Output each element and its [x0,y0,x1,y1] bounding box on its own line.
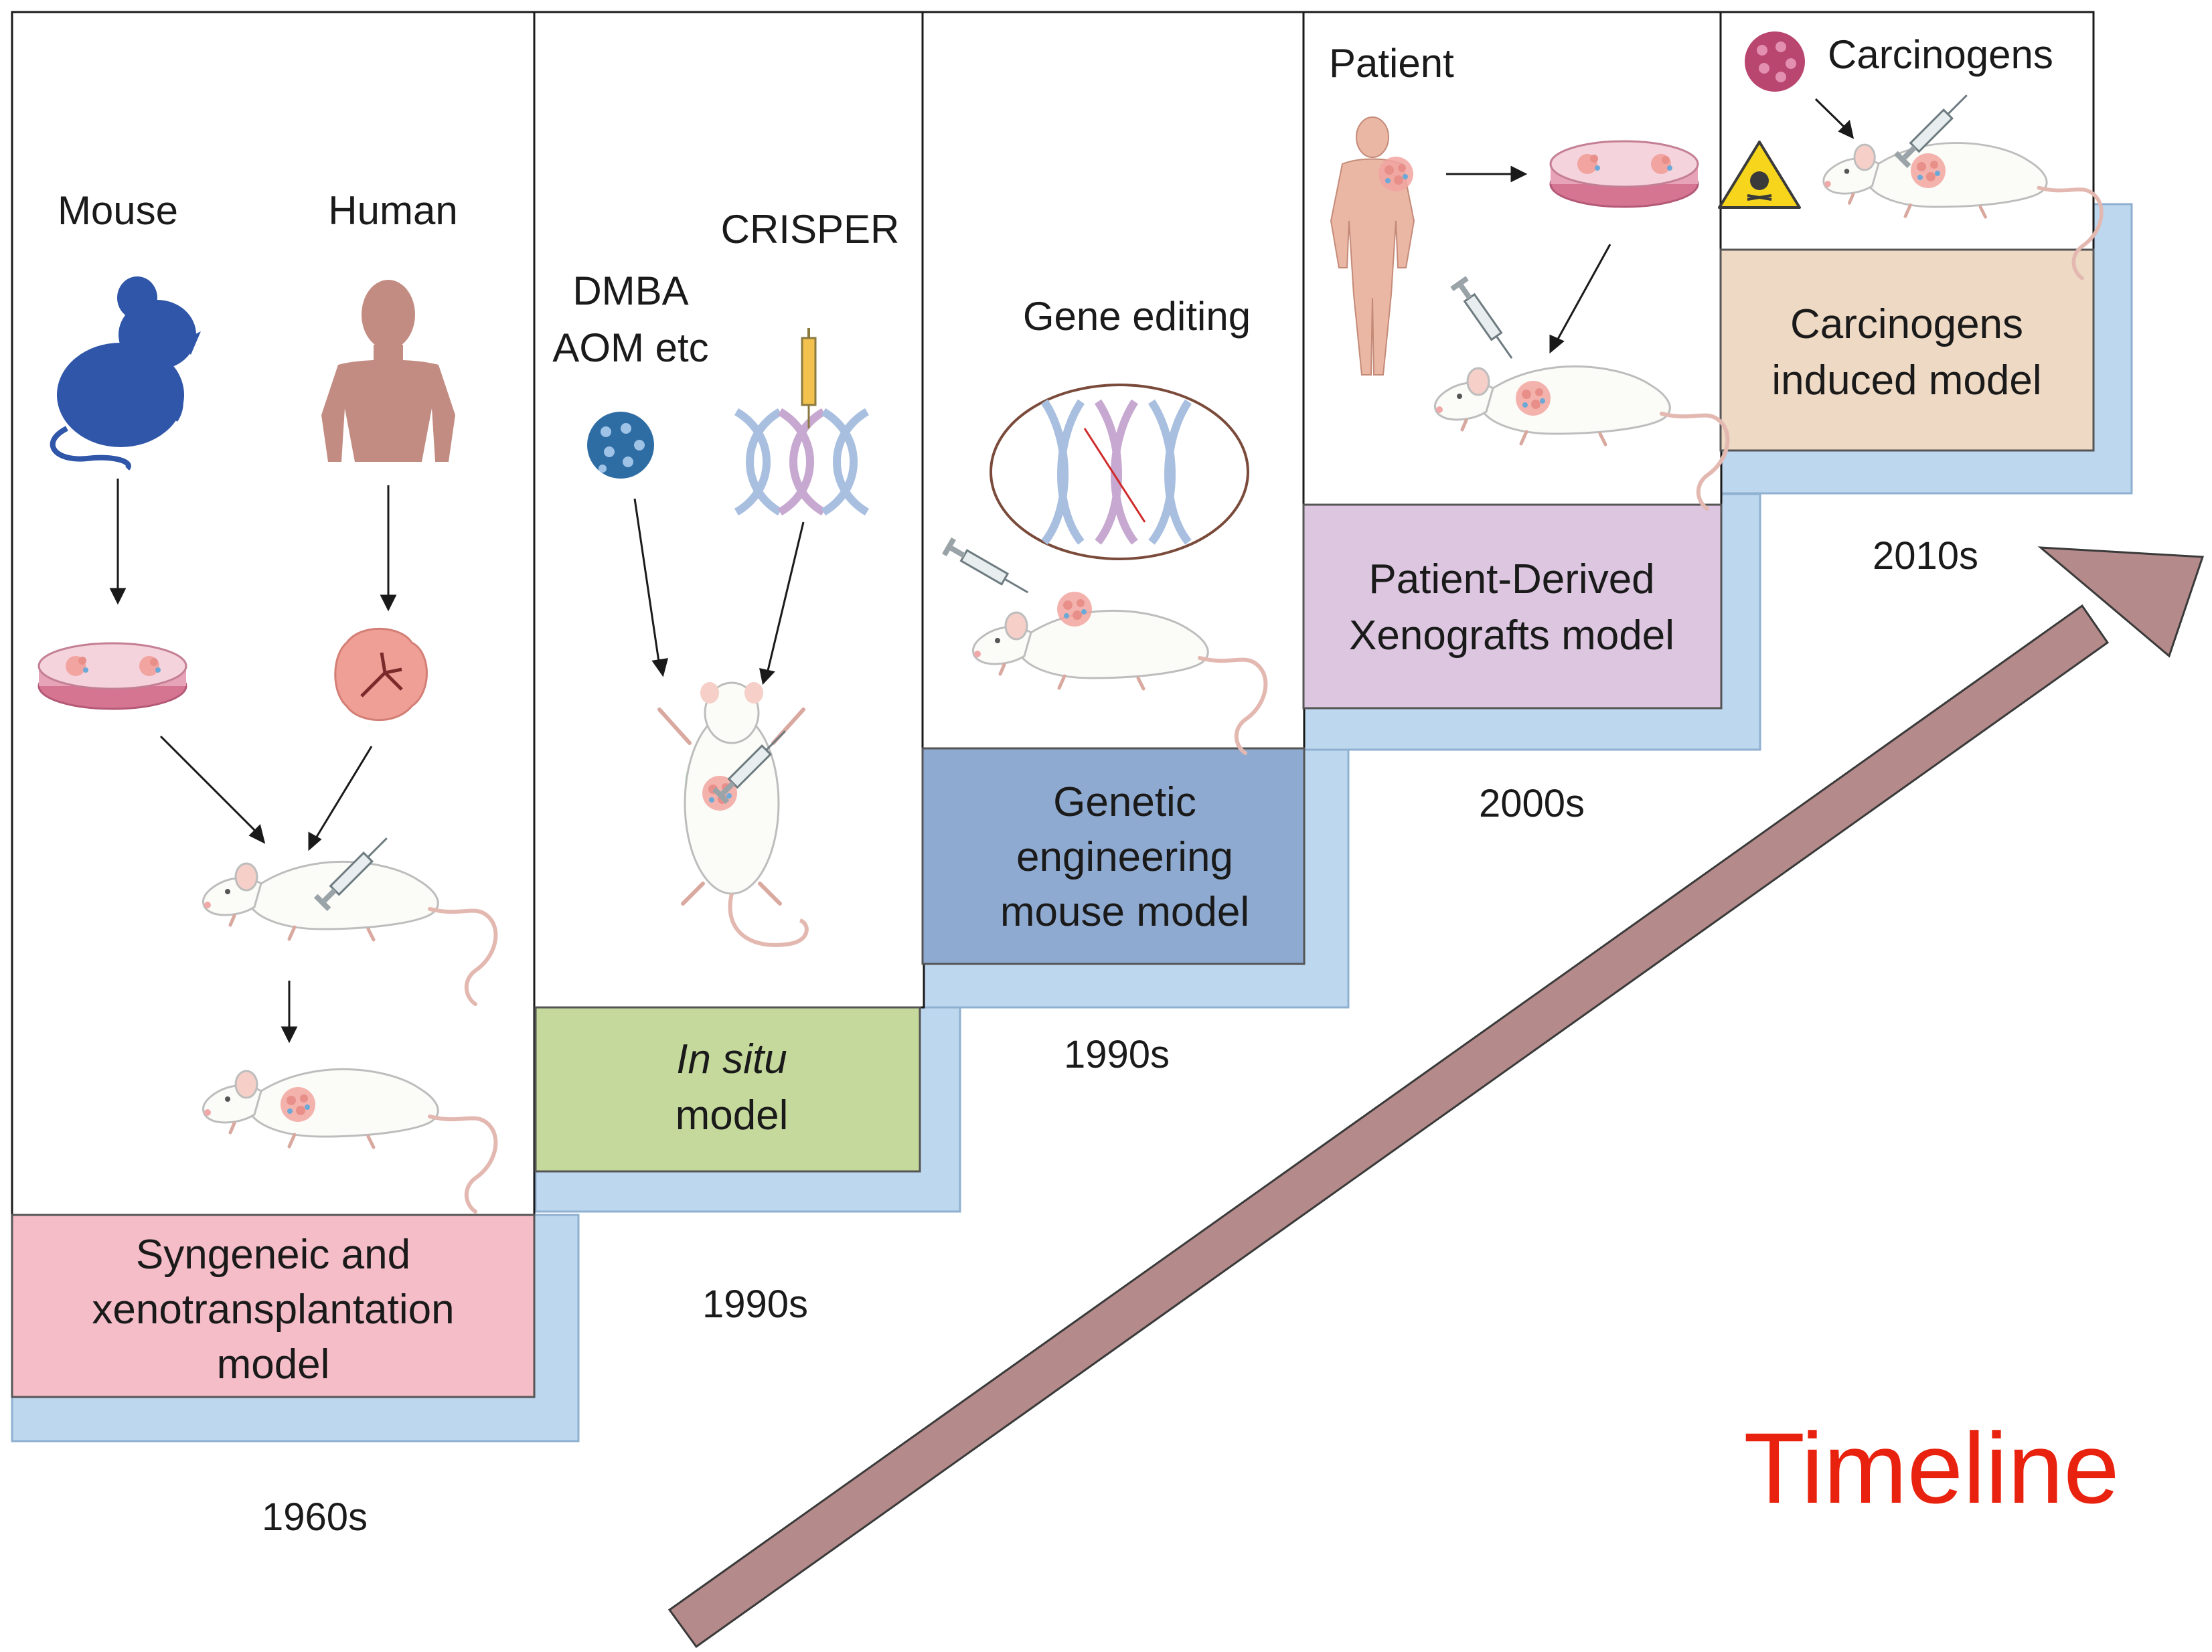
dna-helix-icon [734,328,870,516]
petri-dish-icon [37,642,187,710]
stage-5-title-line-1: Carcinogens [1790,301,2023,347]
timeline-label: Timeline [1743,1412,2119,1524]
stage-3-title-line-2: engineering [1016,834,1233,880]
virus-particle-icon [587,412,654,479]
tumor-icon [1516,381,1551,416]
label-patient: Patient [1329,41,1454,86]
stage-title-boxes [11,248,2095,1398]
label-human: Human [328,188,457,233]
stage-2-title-line-1: In situ [676,1036,787,1082]
era-label-stage-4: 2000s [1479,782,1585,825]
tumor-icon [1911,153,1946,188]
stage-1-title-line-1: Syngeneic and [136,1232,410,1278]
label-mouse: Mouse [58,188,178,233]
human-silhouette-icon [321,280,455,462]
title-box-stage-4 [1302,503,1723,710]
hazard-warning-icon [1718,141,1801,209]
stage-4-title-line-2: Xenografts model [1349,612,1674,659]
title-box-stage-3 [921,747,1306,965]
tumor-icon [1378,157,1413,191]
stage-1-arrows [109,479,397,1044]
era-label-stage-5: 2010s [1873,534,1978,578]
label-gene-editing: Gene editing [1023,294,1251,339]
stage-4-arrows [1446,165,1611,354]
title-box-stage-1 [11,1214,536,1398]
label-dmba: DMBA [572,268,688,313]
stage-1-title-line-2: xenotransplantation [92,1287,454,1333]
tumor-tissue-icon [334,627,428,722]
stage-5-title-line-2: induced model [1771,357,2041,404]
stage-5-arrows [1814,98,1854,139]
stage-2-arrows [633,498,805,685]
mouse-silhouette-icon [50,276,201,471]
stage-3-title-line-3: mouse model [1000,889,1249,935]
petri-dish-icon [1549,140,1699,208]
tumor-icon [281,1087,315,1122]
label-aom-etc: AOM etc [552,325,708,370]
virus-particle-icon [1745,31,1805,92]
tumor-icon [1057,592,1092,627]
stage-4-title-line-1: Patient-Derived [1368,556,1654,602]
panel-stage-1 [11,11,536,1216]
era-label-stage-2: 1990s [702,1283,808,1326]
era-label-stage-1: 1960s [262,1495,368,1539]
stage-1-title-line-3: model [217,1341,330,1388]
dna-helix-icon [990,384,1249,560]
stage-3-title-line-1: Genetic [1053,779,1196,825]
label-carcinogens: Carcinogens [1828,32,2053,77]
title-box-stage-5 [1719,248,2095,452]
title-box-stage-2 [534,1006,921,1173]
era-label-stage-3: 1990s [1064,1033,1170,1076]
timeline-arrow [667,546,2205,1649]
stage-2-title-line-2: model [676,1092,789,1139]
label-crisper: CRISPER [721,207,900,252]
human-body-icon [1330,116,1415,376]
